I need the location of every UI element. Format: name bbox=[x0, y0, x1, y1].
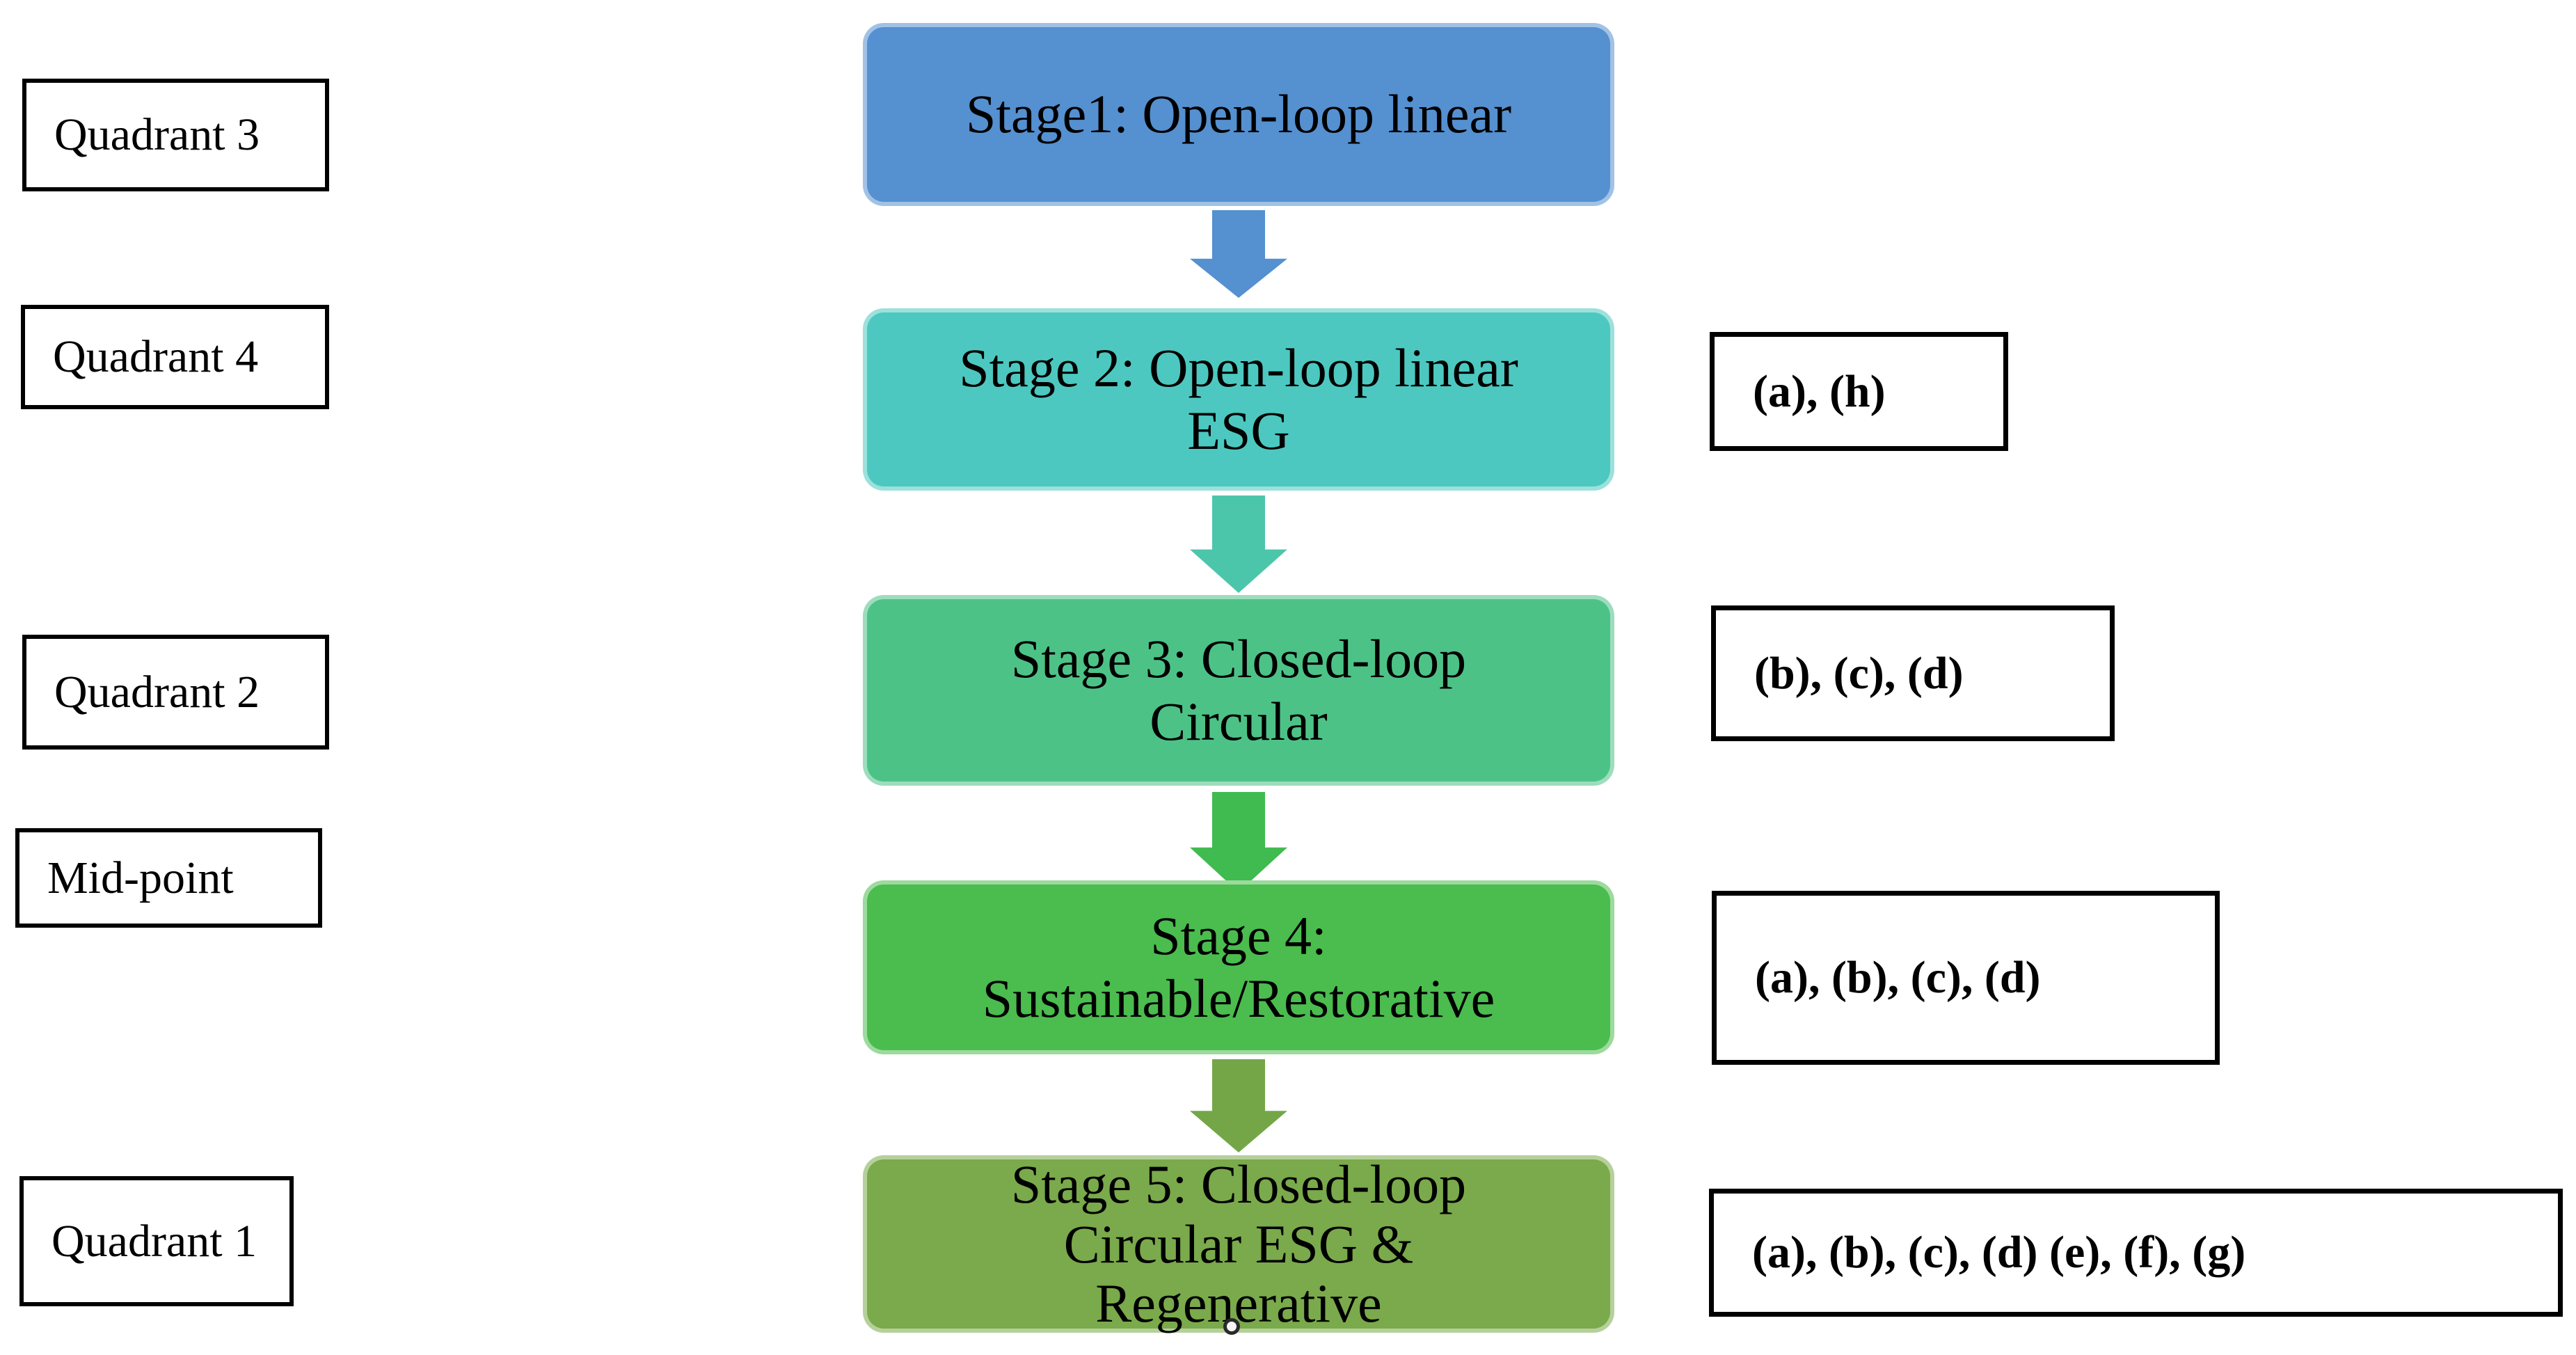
stage-box-4: Stage 4: Sustainable/Restorative bbox=[863, 880, 1614, 1054]
quadrant-label: Quadrant 4 bbox=[53, 331, 259, 382]
flow-arrow-1 bbox=[1190, 210, 1287, 298]
annotation-box-stage3: (b), (c), (d) bbox=[1711, 605, 2115, 741]
quadrant-box-3: Quadrant 3 bbox=[22, 79, 329, 191]
down-arrow-icon bbox=[1190, 210, 1287, 298]
stage-label: Stage 2: Open-loop linear bbox=[959, 337, 1518, 398]
stage-box-1: Stage1: Open-loop linear bbox=[863, 23, 1614, 206]
selection-handle-dot bbox=[1223, 1318, 1240, 1335]
stage-label: Circular ESG & bbox=[1063, 1213, 1414, 1274]
quadrant-label: Quadrant 3 bbox=[54, 109, 260, 160]
quadrant-box-1: Quadrant 1 bbox=[19, 1176, 294, 1306]
annotation-label: (a), (b), (c), (d) bbox=[1755, 952, 2041, 1003]
stage-label: Stage 4: bbox=[1150, 905, 1327, 966]
down-arrow-icon bbox=[1190, 496, 1287, 593]
stage-label: Stage 3: Closed-loop bbox=[1010, 628, 1467, 689]
annotation-label: (b), (c), (d) bbox=[1754, 647, 1964, 699]
stage-label: Stage 5: Closed-loop bbox=[1010, 1153, 1467, 1214]
annotation-box-stage4: (a), (b), (c), (d) bbox=[1712, 891, 2220, 1065]
quadrant-label: Mid-point bbox=[47, 852, 234, 903]
flow-arrow-2 bbox=[1190, 496, 1287, 593]
quadrant-label: Quadrant 2 bbox=[54, 666, 260, 718]
stage-box-3: Stage 3: Closed-loop Circular bbox=[863, 595, 1614, 786]
annotation-box-stage2: (a), (h) bbox=[1710, 332, 2008, 451]
stage-box-2: Stage 2: Open-loop linear ESG bbox=[863, 308, 1614, 491]
quadrant-box-4: Quadrant 4 bbox=[21, 305, 329, 409]
annotation-label: (a), (h) bbox=[1753, 365, 1886, 417]
flow-arrow-4 bbox=[1190, 1059, 1287, 1152]
down-arrow-icon bbox=[1190, 1059, 1287, 1152]
annotation-label: (a), (b), (c), (d) (e), (f), (g) bbox=[1752, 1227, 2246, 1278]
stage-label: Sustainable/Restorative bbox=[982, 968, 1495, 1029]
down-arrow-icon bbox=[1190, 792, 1287, 892]
midpoint-box: Mid-point bbox=[15, 828, 322, 928]
stage-label: ESG bbox=[1187, 400, 1290, 461]
annotation-box-stage5: (a), (b), (c), (d) (e), (f), (g) bbox=[1709, 1189, 2563, 1317]
quadrant-box-2: Quadrant 2 bbox=[22, 635, 329, 750]
stage-box-5: Stage 5: Closed-loop Circular ESG & Rege… bbox=[863, 1155, 1614, 1333]
flow-arrow-3 bbox=[1190, 792, 1287, 892]
stage-label: Stage1: Open-loop linear bbox=[965, 84, 1512, 145]
stage-label: Circular bbox=[1150, 691, 1328, 752]
quadrant-label: Quadrant 1 bbox=[51, 1215, 257, 1267]
